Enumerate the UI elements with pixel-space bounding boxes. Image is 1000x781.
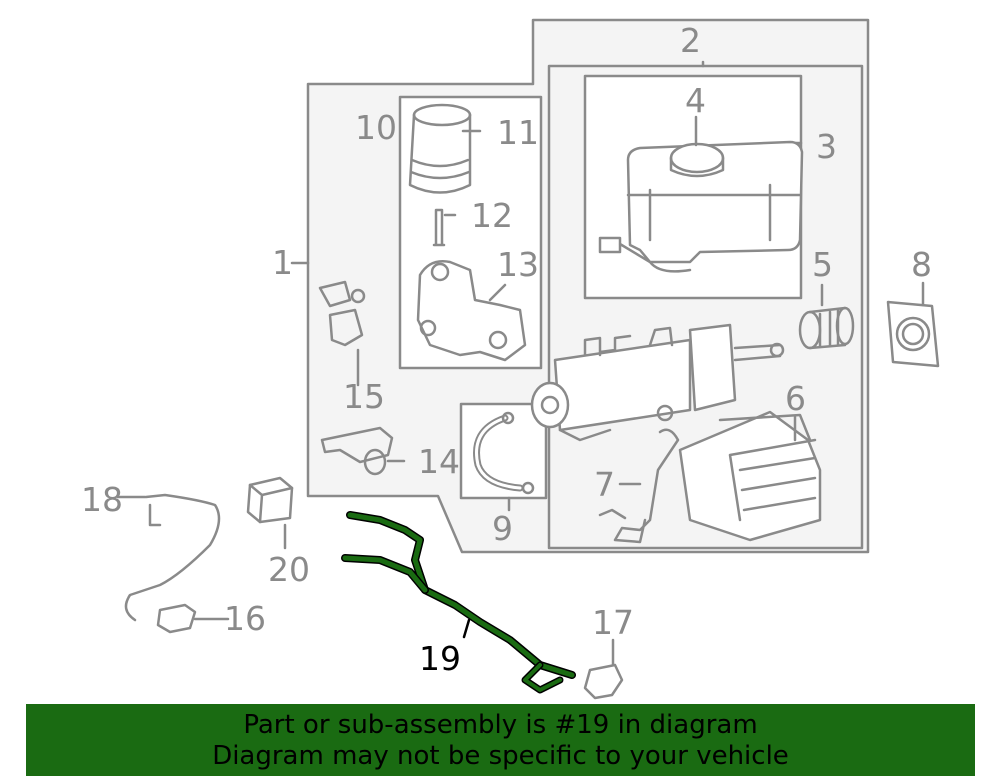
clip-17-part	[583, 663, 624, 700]
notice-banner: Part or sub-assembly is #19 in diagram D…	[26, 704, 975, 776]
pump-part	[416, 260, 527, 362]
gasket-part	[886, 300, 940, 368]
hose-part	[473, 411, 535, 495]
relay-part	[246, 476, 294, 524]
callout-3: 3	[816, 127, 837, 166]
callout-7: 7	[594, 465, 615, 504]
callout-14: 14	[418, 442, 460, 481]
callout-4: 4	[685, 81, 706, 120]
callout-6: 6	[785, 379, 806, 418]
callout-8: 8	[911, 245, 932, 284]
clip-16-part	[156, 603, 197, 634]
callout-16: 16	[224, 599, 266, 638]
callout-17: 17	[592, 603, 634, 642]
actuator-part	[678, 410, 822, 542]
reservoir-part	[598, 140, 804, 273]
callout-19: 19	[419, 639, 461, 678]
callout-1: 1	[272, 243, 293, 282]
boot-part	[798, 306, 855, 350]
callout-15: 15	[343, 377, 385, 416]
leader-lines	[116, 60, 925, 667]
notice-line-2: Diagram may not be specific to your vehi…	[212, 741, 789, 771]
bracket-part	[598, 428, 680, 544]
master-cylinder-part	[530, 323, 785, 442]
callout-13: 13	[497, 245, 539, 284]
callout-11: 11	[497, 113, 539, 152]
pin-part	[432, 208, 446, 247]
callout-9: 9	[492, 509, 513, 548]
callout-12: 12	[471, 196, 513, 235]
filter-part	[408, 103, 472, 194]
wire-harness-19-highlight	[341, 511, 576, 694]
bracket-14-part	[320, 426, 394, 476]
callout-10: 10	[355, 108, 397, 147]
callout-2: 2	[680, 21, 701, 60]
callout-20: 20	[268, 550, 310, 589]
callout-18: 18	[81, 480, 123, 519]
clip-bracket-part	[318, 280, 366, 347]
notice-line-1: Part or sub-assembly is #19 in diagram	[243, 710, 758, 740]
harness-18-part	[124, 493, 221, 622]
callout-5: 5	[812, 245, 833, 284]
